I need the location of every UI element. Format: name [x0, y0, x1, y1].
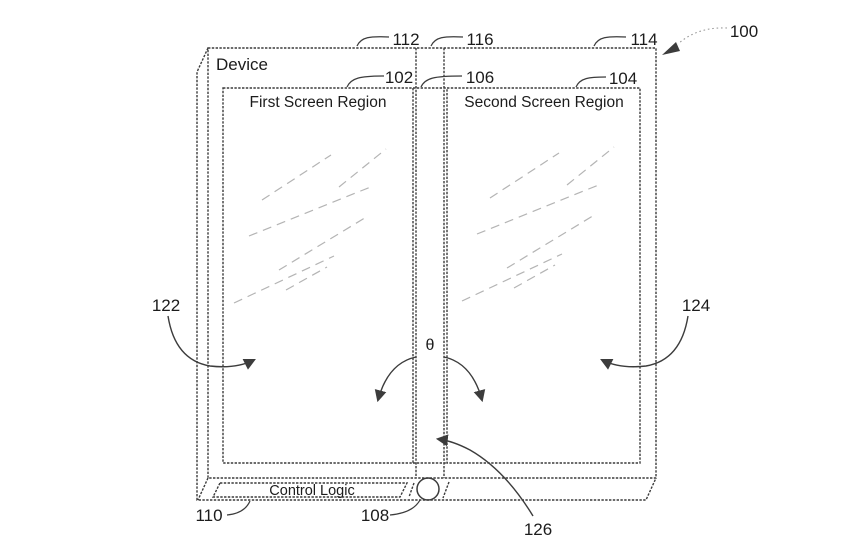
first-screen-label: First Screen Region	[250, 94, 387, 111]
first-screen-region-box	[222, 87, 414, 464]
leader-110	[226, 500, 251, 516]
first-screen-glare-lines	[233, 148, 387, 304]
device-front-face	[207, 47, 657, 479]
figure-labels: Device First Screen Region Second Screen…	[152, 22, 758, 539]
device-label: Device	[216, 55, 268, 74]
arrowhead-100	[662, 42, 680, 55]
leader-102	[346, 75, 385, 88]
annotation-arrows	[167, 27, 728, 517]
leader-dotted-100	[677, 27, 728, 45]
ref-label-100: 100	[730, 22, 758, 41]
device-body-outline	[196, 47, 657, 501]
leader-114	[593, 36, 627, 47]
ref-label-106: 106	[466, 68, 494, 87]
ref-label-104: 104	[609, 69, 637, 88]
circular-component	[416, 477, 440, 501]
ref-label-108: 108	[361, 506, 389, 525]
bezel-slant-left-of-circle	[408, 482, 415, 498]
ref-label-116: 116	[466, 30, 493, 49]
bezel-slant-right-of-circle	[442, 481, 450, 499]
theta-arc-right	[443, 356, 486, 403]
leader-104	[575, 76, 607, 88]
theta-symbol: θ	[426, 337, 435, 354]
leader-108	[389, 499, 421, 516]
leader-112	[356, 36, 390, 47]
theta-arc-left	[374, 356, 417, 403]
ref-label-112: 112	[392, 30, 419, 49]
control-logic-box	[211, 482, 409, 498]
ref-label-114: 114	[630, 30, 657, 49]
ref-label-102: 102	[385, 68, 413, 87]
device-side-depth-edge	[196, 47, 657, 501]
second-screen-label: Second Screen Region	[464, 94, 623, 111]
ref-label-126: 126	[524, 520, 552, 539]
leader-106	[420, 75, 463, 88]
ref-label-124: 124	[682, 296, 710, 315]
ref-label-122: 122	[152, 296, 180, 315]
rotation-arrow-122	[167, 315, 256, 370]
second-screen-glare-lines	[461, 146, 615, 302]
ref-label-110: 110	[195, 506, 222, 525]
second-screen-region-box	[446, 87, 641, 464]
control-logic-label: Control Logic	[269, 483, 354, 499]
leader-116	[430, 36, 464, 47]
reference-leader-lines	[226, 36, 627, 516]
rotation-arrow-124	[600, 315, 689, 370]
leader-arrow-126	[435, 434, 534, 517]
device-bottom-left-slant	[197, 477, 209, 501]
